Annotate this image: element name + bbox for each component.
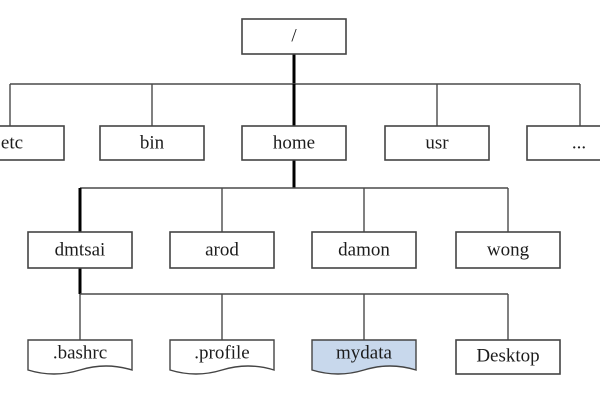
dir-label-wong: wong bbox=[487, 239, 530, 260]
file-node-profile[interactable]: .profile bbox=[169, 339, 275, 375]
root-node[interactable]: / bbox=[241, 18, 347, 55]
dir-label-damon: damon bbox=[338, 239, 390, 260]
file-label-mydata: mydata bbox=[336, 342, 392, 363]
mydata-highlight-shape bbox=[311, 339, 417, 375]
dir-label-dmtsai: dmtsai bbox=[55, 239, 106, 260]
dir-label-bin: bin bbox=[140, 132, 165, 153]
dir-label-desktop: Desktop bbox=[476, 345, 539, 366]
dir-label-more: ... bbox=[572, 132, 586, 153]
dir-node-home[interactable]: home bbox=[241, 125, 347, 161]
file-node-mydata[interactable]: mydata bbox=[311, 339, 417, 375]
dir-node-usr[interactable]: usr bbox=[384, 125, 490, 161]
dir-label-home: home bbox=[273, 132, 315, 153]
dir-label-arod: arod bbox=[205, 239, 239, 260]
dir-node-bin[interactable]: bin bbox=[99, 125, 205, 161]
dir-node-damon[interactable]: damon bbox=[311, 231, 417, 269]
dir-node-dmtsai[interactable]: dmtsai bbox=[27, 231, 133, 269]
file-label-bashrc: .bashrc bbox=[53, 342, 107, 363]
dir-node-desktop[interactable]: Desktop bbox=[455, 339, 561, 375]
dir-node-more[interactable]: ... bbox=[526, 125, 600, 161]
dir-label-etc: etc bbox=[1, 132, 23, 153]
dir-node-wong[interactable]: wong bbox=[455, 231, 561, 269]
connectors bbox=[9, 54, 581, 340]
file-node-bashrc[interactable]: .bashrc bbox=[27, 339, 133, 375]
dir-node-etc[interactable]: etc bbox=[0, 125, 65, 161]
dir-label-usr: usr bbox=[425, 132, 449, 153]
file-label-profile: .profile bbox=[194, 342, 249, 363]
dir-node-arod[interactable]: arod bbox=[169, 231, 275, 269]
root-label: / bbox=[291, 25, 297, 46]
